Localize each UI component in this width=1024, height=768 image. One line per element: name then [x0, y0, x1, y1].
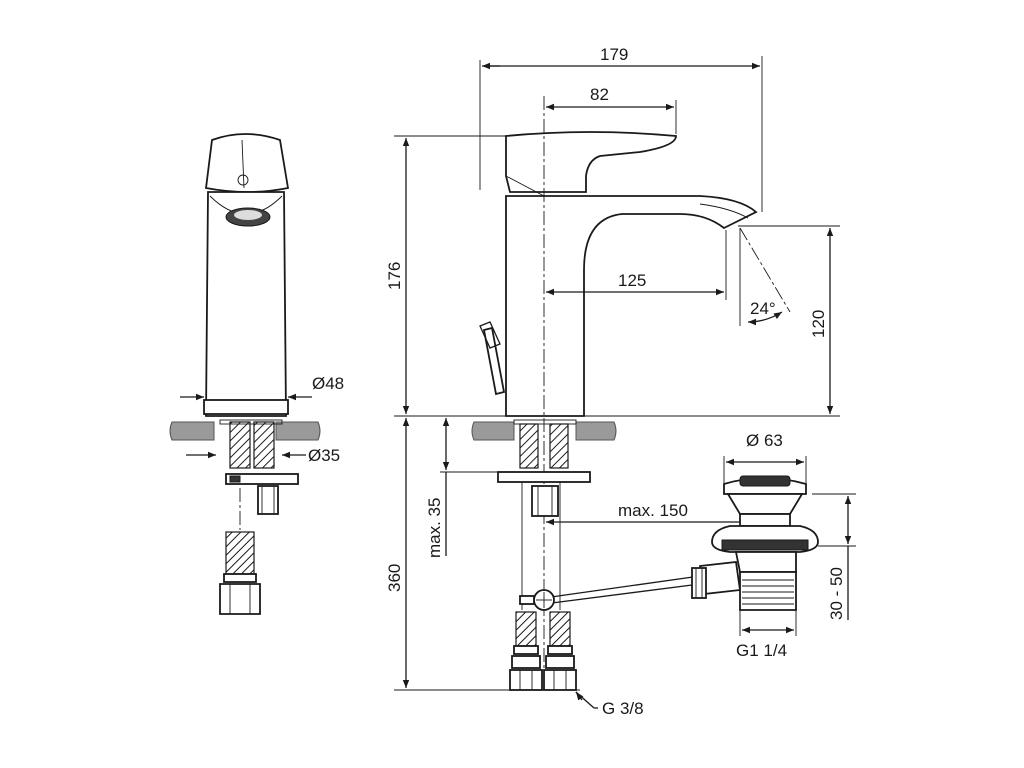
front-lever	[505, 131, 677, 193]
front-view: 179 82 176 125 24° 120	[385, 45, 840, 718]
side-body	[205, 191, 287, 417]
hose-thread-label: G 3/8	[602, 699, 644, 718]
front-countertop	[471, 421, 515, 441]
counter-max-label: max. 35	[425, 498, 444, 558]
waste-range-label: 30 - 50	[827, 567, 846, 620]
front-spout	[505, 195, 758, 417]
width-total-label: 179	[600, 45, 628, 64]
waste-dia-label: Ø 63	[746, 431, 783, 450]
pull-rod-max-label: max. 150	[618, 501, 688, 520]
pull-rod	[482, 326, 506, 396]
width-lever-label: 82	[590, 85, 609, 104]
spout-reach-label: 125	[618, 271, 646, 290]
side-view: Ø48 Ø35	[169, 133, 344, 615]
waste-thread-label: G1 1/4	[736, 641, 787, 660]
dia-body-label: Ø48	[312, 374, 344, 393]
height-total-label: 176	[385, 262, 404, 290]
side-countertop	[169, 421, 215, 441]
spout-height-label: 120	[809, 310, 828, 338]
spout-angle-label: 24°	[750, 299, 776, 318]
below-counter-label: 360	[385, 564, 404, 592]
waste-assembly: Ø 63 30 - 50 G1 1/4	[691, 431, 856, 660]
dia-thread-label: Ø35	[308, 446, 340, 465]
side-lever	[205, 133, 290, 193]
